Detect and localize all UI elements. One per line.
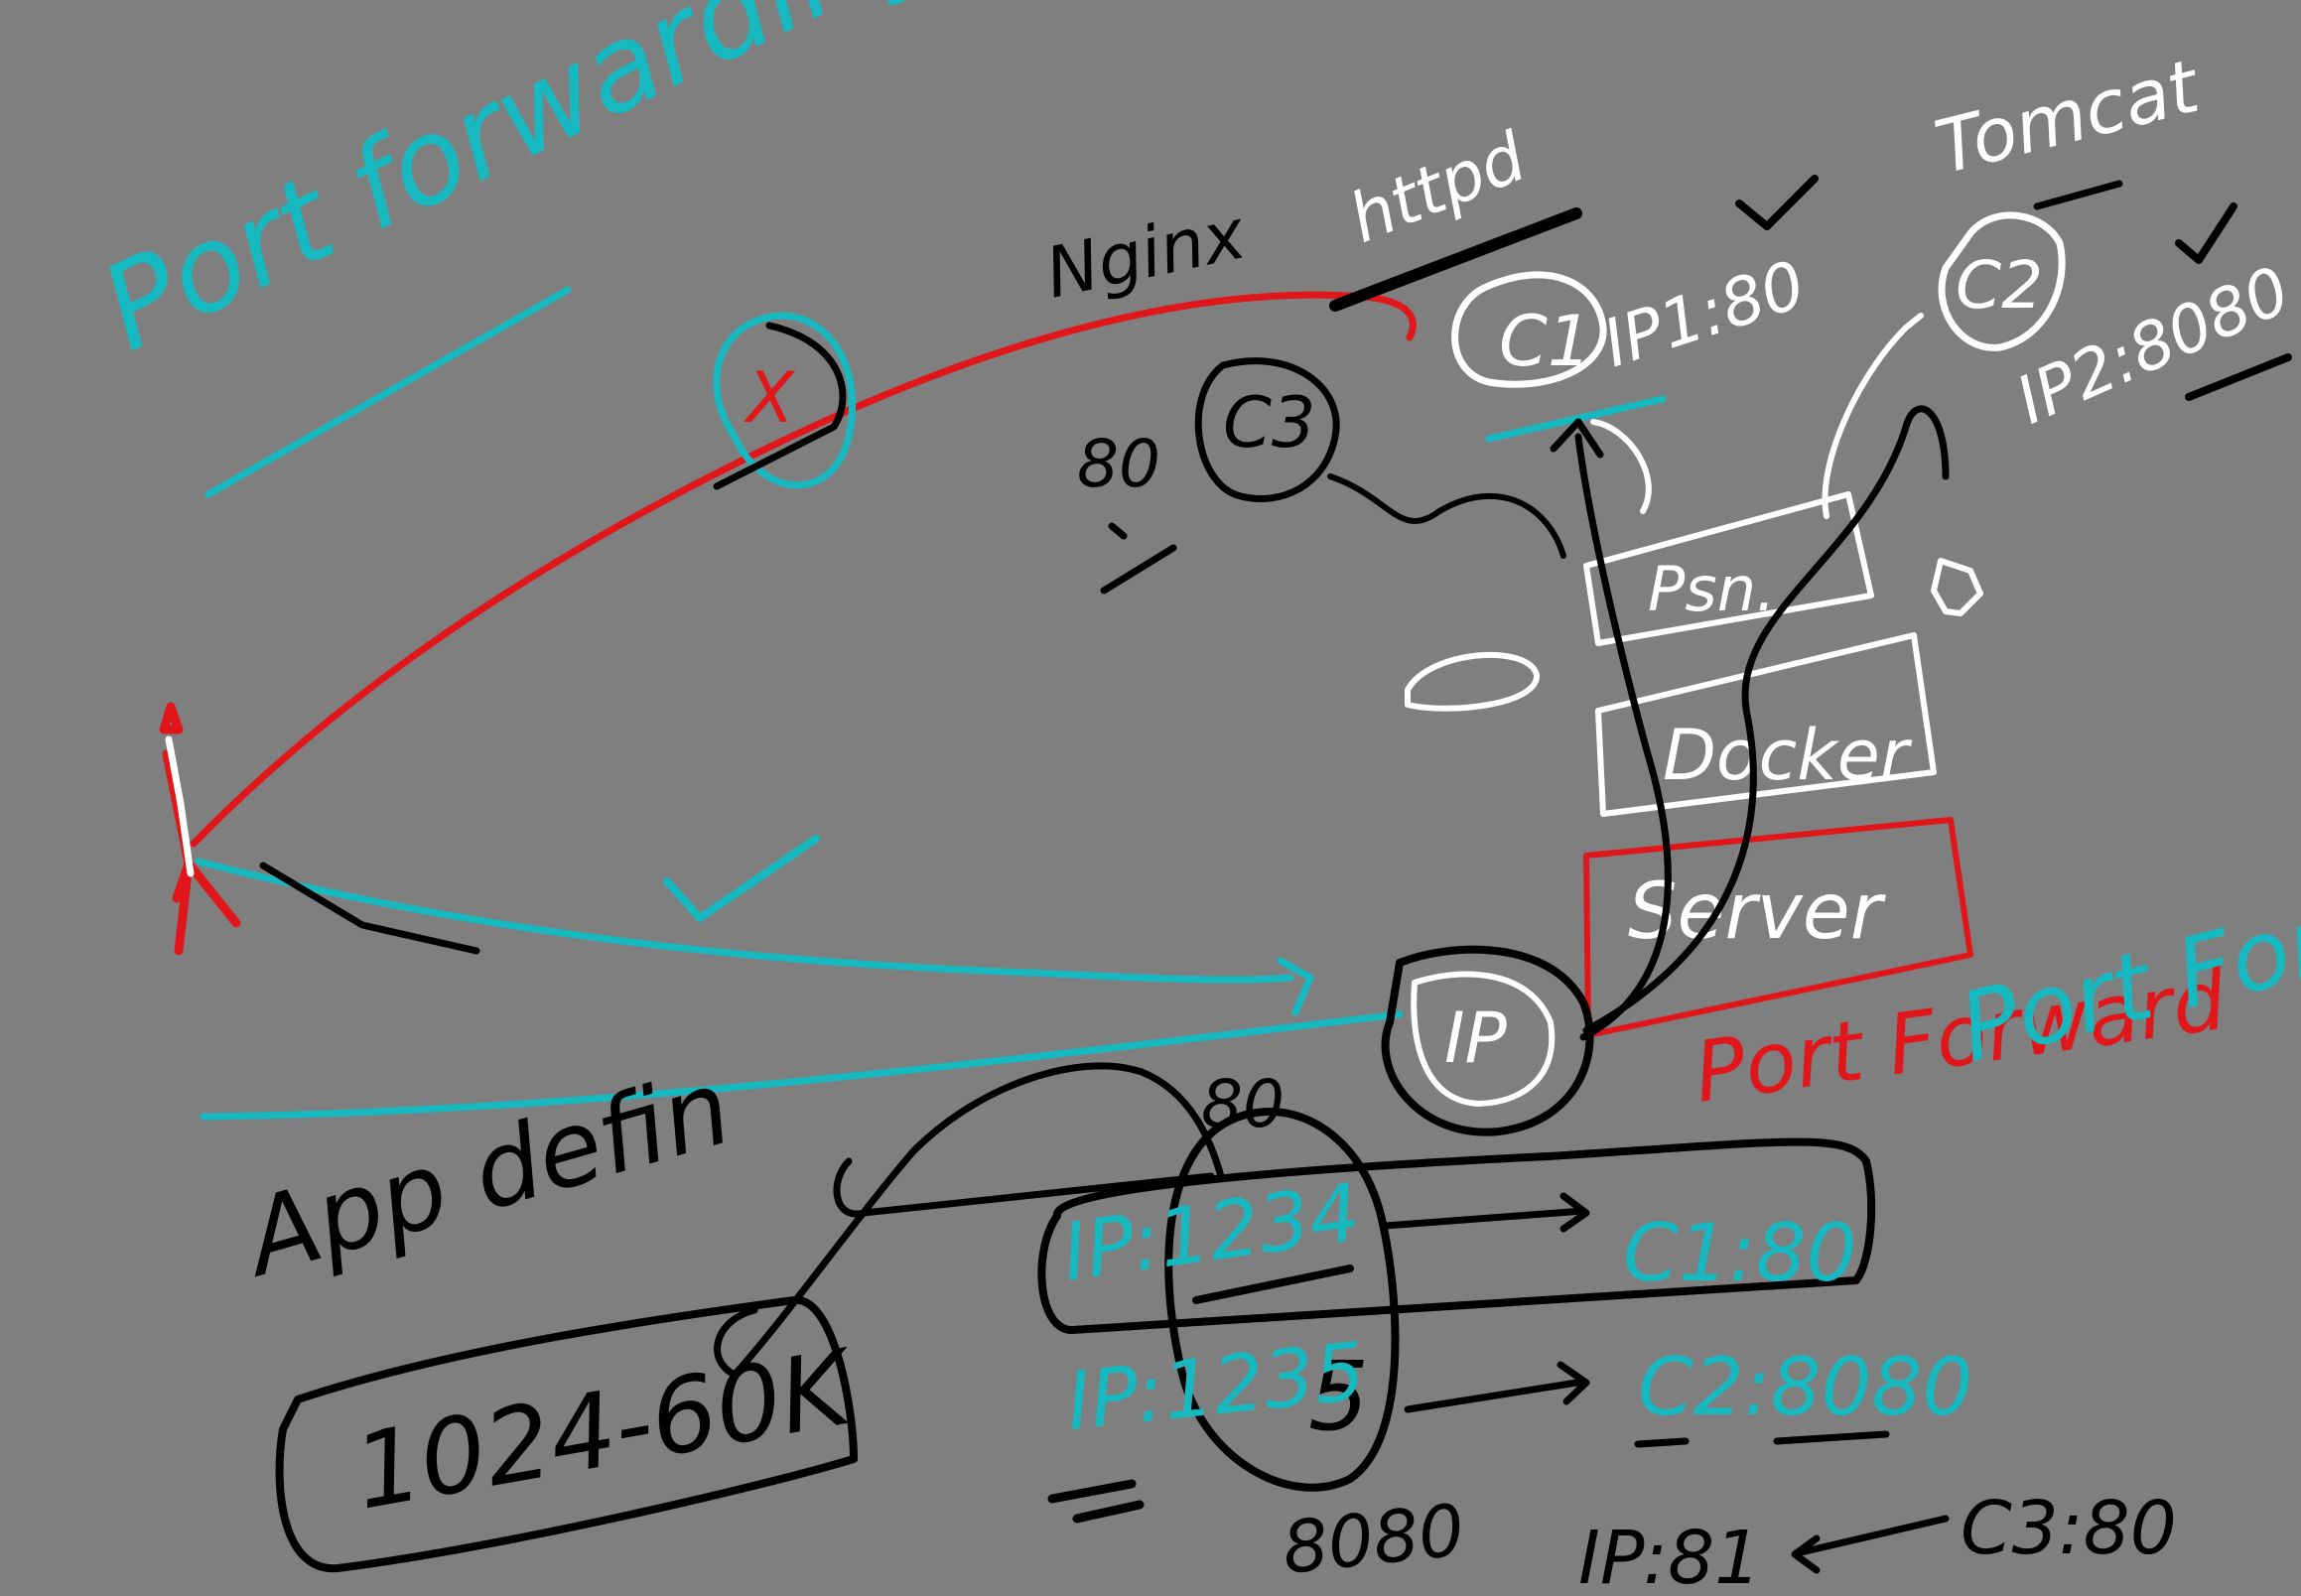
- mapping-to-2: C2:8080: [1638, 1341, 1972, 1433]
- server-layer: Server: [1583, 817, 1973, 1037]
- docker-label: Docker: [1663, 715, 1913, 796]
- docker-to-c1-link: [1590, 419, 1652, 514]
- mapping-circle: [1164, 1108, 1400, 1492]
- port-80-left-label: 80: [1077, 426, 1160, 502]
- mapping-table-frame: [1037, 1137, 1876, 1334]
- mapping-arrow-1: [1381, 1207, 1587, 1230]
- ip-to-c1-link: [1574, 433, 1672, 1041]
- white-ellipse: [1405, 651, 1540, 712]
- port-range-label: 1024-60K: [345, 1326, 866, 1533]
- title-underline: [204, 286, 572, 498]
- tomcat-underline: [2033, 180, 2123, 210]
- mapping-arrowhead-3: [1791, 1534, 1821, 1574]
- c1-arrowhead: [1550, 418, 1604, 459]
- five-mark: 5: [1308, 1341, 1369, 1452]
- httpd-strike: [1329, 207, 1582, 312]
- c2-checkmark: [2175, 202, 2237, 264]
- container-c2: C2: [1938, 211, 2066, 351]
- mapping-to-1: C1:80: [1623, 1207, 1857, 1299]
- range-to-ip-link: [731, 1062, 1225, 1379]
- container-c1: C1: [1451, 271, 1607, 388]
- mapping-arrow-2: [1404, 1378, 1587, 1413]
- blocked-direct-path: [190, 291, 1417, 848]
- ip-node-label: IP: [1444, 998, 1508, 1079]
- mapping-from-2-strike: [1047, 1479, 1145, 1524]
- ip-to-c2-link: [1582, 405, 1950, 1034]
- port-8080-label: 8080: [1279, 1488, 1468, 1590]
- app-define-label: App defin: [227, 1046, 743, 1301]
- small-white-circle: [1931, 558, 1983, 616]
- mapping-strike: [1192, 1264, 1354, 1304]
- allowed-path-shadow: [259, 862, 480, 955]
- c1-underline: [1485, 395, 1667, 443]
- mapping-arrow-3: [1793, 1515, 1950, 1557]
- allowed-checkmark: [663, 835, 820, 922]
- ip2-underline: [2185, 353, 2292, 401]
- c3-link: [1327, 473, 1566, 559]
- user-figure: [159, 702, 241, 956]
- port-80-left-strike: [1100, 522, 1177, 595]
- mapping-from-3: IP:81: [1578, 1516, 1761, 1596]
- container-c3: C3: [1194, 357, 1340, 502]
- range-link-tail: [714, 1306, 758, 1379]
- port-forward-cyan-label: Port Forward: [1949, 829, 2301, 1085]
- tomcat-label: Tomcat: [1928, 43, 2210, 191]
- os-layer: Psn.: [1583, 491, 1874, 646]
- c2-label: C2: [1956, 247, 2043, 324]
- docker-layer: Docker: [1595, 632, 1937, 817]
- c3-label: C3: [1223, 382, 1315, 464]
- allowed-path-arrowhead: [1277, 957, 1314, 1016]
- ip2-8080-label: IP2:8080: [2005, 252, 2301, 440]
- mapping-arrowhead-1: [1559, 1192, 1590, 1233]
- ip1-80-label: IP1:80: [1594, 246, 1814, 382]
- red-cross-mark: X: [713, 312, 856, 490]
- red-cross-text: X: [743, 357, 796, 439]
- c1-label: C1: [1499, 301, 1591, 382]
- os-label: Psn.: [1648, 553, 1776, 625]
- ip-node: IP: [1381, 945, 1594, 1136]
- mapping-row-2: IP:1235 C2:8080: [1047, 1325, 1972, 1524]
- c1-checkmark: [1735, 175, 1819, 230]
- range-link-hook: [833, 1157, 1215, 1218]
- nginx-label: Nginx: [1038, 193, 1252, 314]
- port-range-box: [275, 1295, 858, 1573]
- mapping-to-2-underline: [1634, 1430, 1890, 1448]
- allowed-path: [195, 858, 1294, 984]
- mapping-row-3: IP:81 C3:80: [1578, 1486, 2177, 1596]
- mapping-arrowhead-2: [1557, 1361, 1590, 1405]
- docker-to-c2-link: [1822, 313, 1924, 519]
- cyan-baseline: [200, 1010, 1404, 1121]
- mapping-to-3: C3:80: [1961, 1486, 2177, 1571]
